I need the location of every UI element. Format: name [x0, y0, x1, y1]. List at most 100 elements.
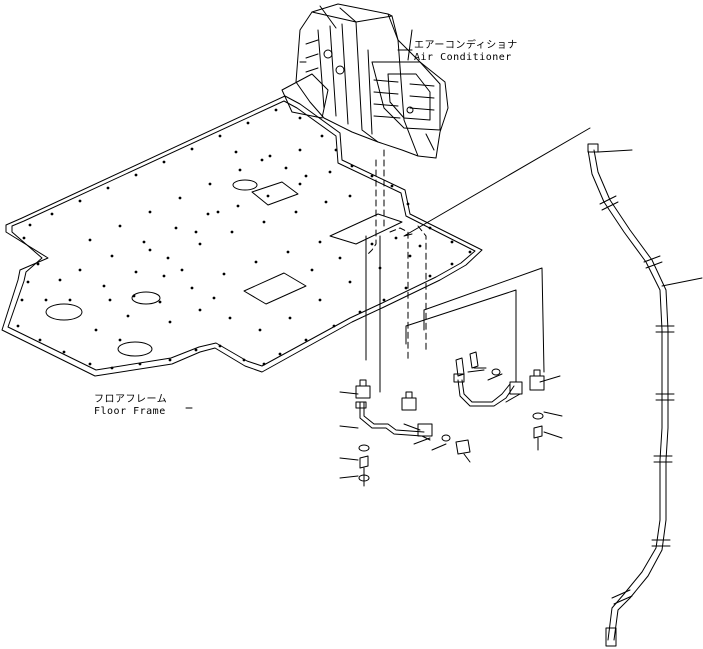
hose-outer	[588, 150, 662, 640]
hose-clamp-2	[644, 256, 662, 268]
bolt-hole	[318, 298, 322, 302]
bolt-hole	[108, 298, 112, 302]
bolt-hole	[20, 298, 24, 302]
hose-bottom-fitting	[606, 628, 616, 646]
bolt-hole	[288, 316, 292, 320]
bolt-4	[534, 426, 542, 450]
floor-cutout-1	[244, 273, 306, 304]
leader-hose-top-fitting	[598, 150, 632, 152]
bolt-hole	[338, 256, 342, 260]
hose-clamp-5	[654, 456, 672, 462]
bolt-hole	[78, 199, 82, 203]
bolt-hole	[266, 194, 270, 198]
bolt-hole	[450, 240, 454, 244]
bolt-hole	[334, 148, 338, 152]
bolt-hole	[262, 220, 266, 224]
leader-hose-long	[662, 278, 702, 286]
bolt-hole	[142, 240, 146, 244]
floor-cutout-4	[118, 342, 152, 356]
clip-right-upper	[530, 370, 544, 390]
leader-center-box	[424, 268, 544, 372]
bolt-hole	[134, 173, 138, 177]
bolt-hole	[318, 240, 322, 244]
bolt-hole	[310, 268, 314, 272]
bolt-hole	[62, 350, 66, 354]
bolt-hole	[178, 196, 182, 200]
bolt-hole	[218, 344, 222, 348]
bolt-hole	[28, 223, 32, 227]
ac-details	[300, 6, 434, 150]
ac-fitting-1	[324, 50, 332, 58]
hose-clamp-6	[652, 540, 670, 546]
dash-route-mid	[390, 228, 408, 360]
bolt-hole	[278, 352, 282, 356]
bolt-hole	[36, 262, 40, 266]
bolt-hole	[126, 314, 130, 318]
bolt-hole	[94, 328, 98, 332]
hose-top-fitting	[588, 144, 598, 152]
bolt-hole	[320, 134, 324, 138]
ac-front-panel	[356, 22, 378, 142]
bolt-hole	[190, 147, 194, 151]
clip-left-upper	[356, 380, 370, 398]
bolt-hole	[148, 248, 152, 252]
ac-fitting-3	[407, 107, 413, 113]
bolt-hole	[370, 174, 374, 178]
floor-bracket	[330, 214, 402, 244]
bolt-1	[360, 456, 368, 486]
bolt-hole	[228, 316, 232, 320]
bolt-hole	[162, 274, 166, 278]
bolt-hole	[382, 298, 386, 302]
label-air-conditioner-en: Air Conditioner	[414, 52, 512, 63]
leader-part-11	[540, 376, 560, 382]
leader-bracket-left-hose	[404, 128, 590, 236]
pipe-right	[458, 380, 514, 406]
bolt-hole	[298, 116, 302, 120]
bolt-hole	[274, 108, 278, 112]
bolt-hole	[350, 164, 354, 168]
hose-clamp-3	[656, 326, 674, 332]
bolt-hole	[106, 186, 110, 190]
washer-1	[359, 475, 369, 481]
bolt-hole	[230, 230, 234, 234]
bolt-hole	[102, 284, 106, 288]
label-air-conditioner-jp: エアーコンディショナ	[414, 40, 518, 51]
washer-2	[359, 445, 369, 451]
bolt-hole	[268, 154, 272, 158]
bolt-hole	[168, 358, 172, 362]
washer-3	[442, 435, 450, 441]
bolt-hole	[468, 250, 472, 254]
bolt-hole	[298, 148, 302, 152]
washer-4	[492, 369, 500, 375]
piping-assembly	[356, 352, 544, 486]
bolt-hole	[328, 170, 332, 174]
bolt-hole	[148, 210, 152, 214]
bolt-hole	[38, 338, 42, 342]
bolt-hole	[68, 298, 72, 302]
bolt-hole	[394, 236, 398, 240]
floor-frame	[2, 96, 482, 376]
floor-frame-inner-outline	[8, 101, 475, 370]
pipe-left-2	[364, 402, 424, 432]
ac-body-outline	[296, 4, 448, 158]
bolt-hole	[358, 310, 362, 314]
bolt-hole	[198, 308, 202, 312]
bolt-hole	[110, 366, 114, 370]
ac-duct	[282, 74, 328, 118]
ac-box	[372, 62, 440, 130]
bolt-hole	[118, 338, 122, 342]
bolt-hole	[180, 268, 184, 272]
floor-bolt-holes	[16, 108, 472, 370]
bolt-hole	[406, 202, 410, 206]
leader-part-10	[506, 394, 520, 402]
fitting-right	[454, 374, 464, 382]
leader-part-8	[468, 370, 484, 372]
leader-part-2	[340, 426, 358, 428]
bolt-hole	[404, 286, 408, 290]
bolt-hole	[304, 338, 308, 342]
clip-center-lower	[418, 424, 432, 436]
bolt-hole	[26, 280, 30, 284]
bolt-hole	[50, 212, 54, 216]
leader-part-7	[432, 444, 446, 450]
